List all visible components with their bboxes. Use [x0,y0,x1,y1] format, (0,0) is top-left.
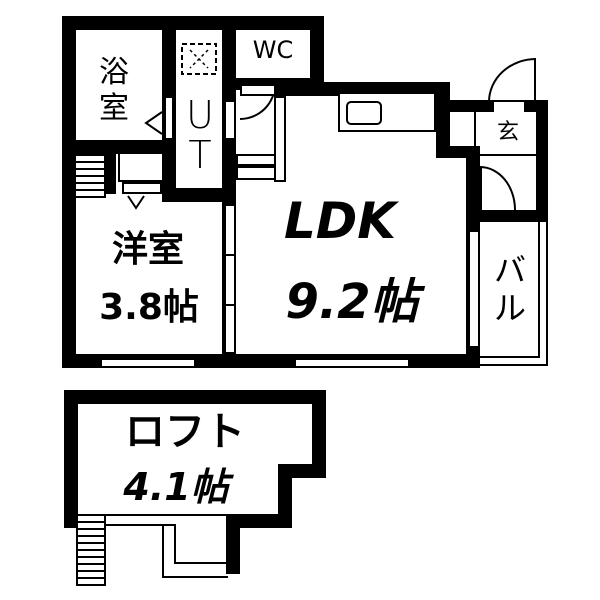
balcony-label-1: バ [493,251,526,289]
western-window[interactable] [100,358,196,368]
loft-ladder-rail-bottom [174,562,228,564]
wall-closet-left [106,150,116,194]
loft-name: ロフト [125,409,245,455]
wc-door-frame [240,84,276,96]
loft-ladder-rail-inner [104,524,174,526]
wall-entrance-top [450,100,494,112]
ut-label-2: T [188,133,212,177]
wall-wc-right [310,16,324,82]
ldk-name: LDK [283,192,397,250]
wall-step-bottom [436,146,474,158]
front-door-leaf[interactable] [534,58,536,102]
western-room-name: 洋室 [111,229,184,270]
loft-wall-top [64,390,326,404]
kitchen-counter [338,94,436,132]
entrance-divider [474,112,476,154]
entrance-line [476,154,538,156]
wall-ldk-top-step [436,82,450,158]
hall-shelf-2 [236,166,276,180]
ldk-hall-door[interactable] [274,96,286,182]
ldk-window[interactable] [294,358,410,368]
wall-balcony-top [466,210,548,222]
wc-label: WC [252,36,294,64]
balcony-inner-rail [538,222,540,358]
inner-door-leaf[interactable] [480,166,482,210]
wall-entrance-right [536,100,548,222]
wall-bath-bottom [62,140,174,154]
bath-door[interactable] [164,96,174,140]
bath-label-2: 室 [99,91,129,126]
ldk-size: 9.2帖 [285,274,419,330]
balcony-window[interactable] [468,230,480,348]
front-door-sill [488,100,536,102]
loft-ladder-rail-bottom2 [162,576,228,578]
closet-door[interactable] [122,182,162,194]
loft-ladder-rail-top [104,514,226,516]
wall-entrance-top-right [524,100,548,112]
western-room-size: 3.8帖 [99,287,199,328]
ut-door[interactable] [224,100,236,140]
western-ldk-door-div1 [224,254,236,256]
balcony-area [480,222,548,366]
balcony-label-2: ル [493,289,526,327]
wall-ut-bottom [162,188,236,202]
loft-wall-step1-v [278,464,292,528]
wall-top-left [62,16,324,30]
wall-left [62,16,76,368]
entrance-label: 玄 [496,120,519,145]
closet-box [118,152,164,182]
closet-arrow-icon [127,195,145,210]
loft-wall-step2-v [226,514,240,574]
loft-ladder-rail-inner-v [174,524,176,564]
stairs-loft-icon[interactable] [76,514,106,586]
bath-label-1: 浴 [99,55,129,90]
western-ldk-door[interactable] [224,204,236,354]
bath-door-icon [144,111,163,135]
washer-icon [181,43,217,75]
hall-shelf-1 [236,154,276,166]
western-ldk-door-div2 [224,304,236,306]
balcony-inner-rail-b [480,356,540,358]
loft-ladder-rail-outer-v [162,524,164,578]
sink-icon [346,101,382,125]
loft-wall-left [64,390,78,528]
loft-size: 4.1帖 [123,465,229,509]
ut-label-1: U [186,93,214,137]
loft-wall-right-top [312,390,326,478]
loft-wall-step2 [226,514,292,528]
stairs-upper-icon[interactable] [74,154,106,198]
